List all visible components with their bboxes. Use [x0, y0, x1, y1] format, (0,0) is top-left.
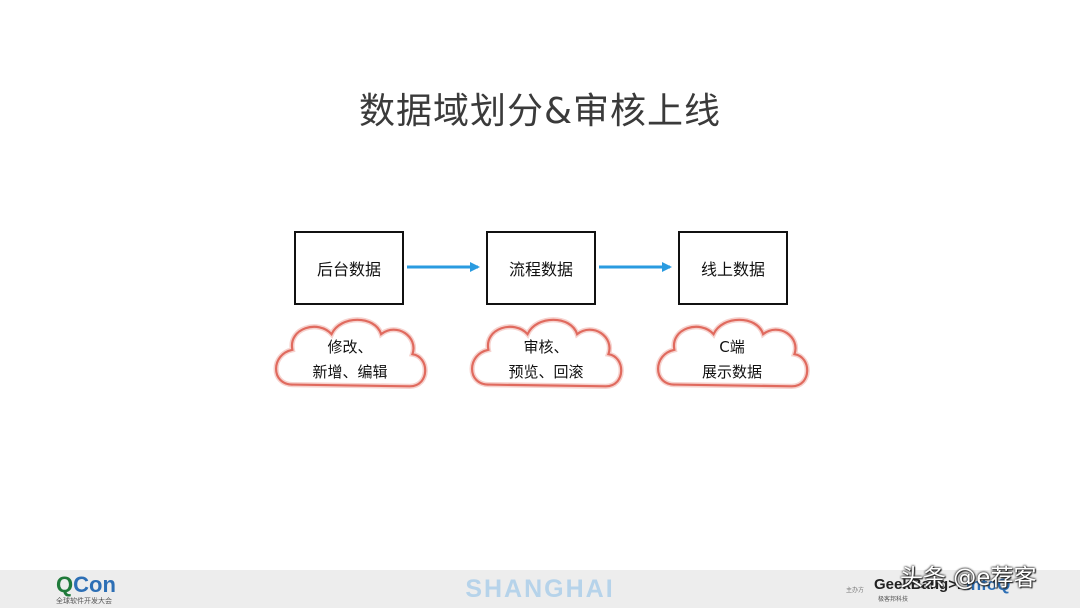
qcon-logo: QCon: [56, 574, 116, 596]
infoq-logo: InfoQ: [966, 575, 1011, 594]
cloud-line: 新增、编辑: [312, 363, 388, 381]
cloud-line: 预览、回滚: [508, 363, 584, 381]
cloud-label-process: 审核、 预览、回滚: [471, 335, 621, 385]
stage-box-online: 线上数据: [678, 231, 788, 305]
geekbang-logo: GeekBang>.: [874, 576, 962, 593]
cloud-line: 修改、: [327, 338, 373, 356]
city-label: SHANGHAI: [465, 575, 615, 603]
slide-footer: QCon 全球软件开发大会 SHANGHAI 主办方 GeekBang>. 极客…: [0, 570, 1080, 608]
cloud-label-online: C端 展示数据: [657, 335, 807, 385]
qcon-con: Con: [73, 572, 116, 597]
qcon-subtitle: 全球软件开发大会: [56, 597, 112, 605]
host-label: 主办方: [846, 587, 865, 594]
cloud-line: C端: [719, 338, 745, 356]
stage-box-process: 流程数据: [486, 231, 596, 305]
cloud-label-backend: 修改、 新增、编辑: [275, 335, 425, 385]
stage-box-backend: 后台数据: [294, 231, 404, 305]
geekbang-subtitle: 极客邦科技: [878, 596, 909, 603]
watermark: 头条 @e荐客: [900, 565, 1037, 591]
cloud-line: 审核、: [523, 338, 569, 356]
cloud-line: 展示数据: [701, 363, 762, 381]
slide-title: 数据域划分&审核上线: [358, 91, 722, 132]
qcon-q: Q: [56, 572, 74, 597]
